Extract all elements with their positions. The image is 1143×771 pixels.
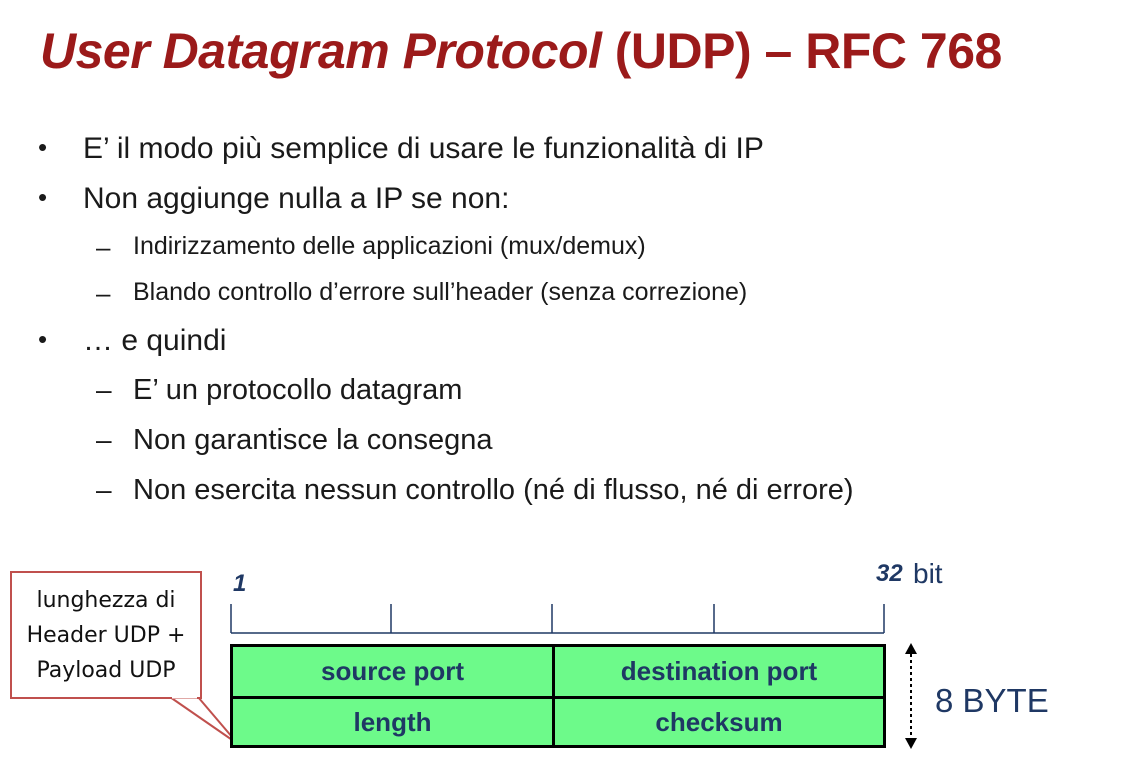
destination-port-field: destination port: [620, 656, 818, 686]
bullet-marker: •: [38, 182, 48, 212]
callout-line: Header UDP +: [26, 623, 186, 648]
checksum-field: checksum: [655, 706, 783, 737]
source-port-field: source port: [320, 656, 465, 686]
sub-bullet-text: Non esercita nessun controllo (né di flu…: [133, 474, 854, 506]
bullet-list: • E’ il modo più semplice di usare le fu…: [38, 132, 1118, 524]
udp-header-table: source port destination port length chec…: [230, 644, 886, 748]
sub-bullet-marker: –: [96, 374, 112, 405]
title-italic-part: User Datagram Protocol: [40, 23, 602, 79]
sub-bullet-marker: –: [96, 474, 112, 505]
bullet-item: • Non aggiunge nulla a IP se non:: [38, 182, 1118, 232]
sub-bullet-text: E’ un protocollo datagram: [133, 374, 463, 406]
bullet-item: • … e quindi: [38, 324, 1118, 374]
title-rest: (UDP) – RFC 768: [601, 23, 1003, 79]
bullet-text: Non aggiunge nulla a IP se non:: [83, 182, 510, 215]
sub-bullet-item: – Indirizzamento delle applicazioni (mux…: [38, 232, 1118, 278]
row-divider: [233, 696, 883, 699]
callout-line: Payload UDP: [36, 658, 176, 683]
bullet-text: … e quindi: [83, 324, 227, 357]
slide-title: User Datagram Protocol (UDP) – RFC 768: [40, 22, 1002, 80]
header-size-label: 8 BYTE: [935, 682, 1049, 719]
length-field: length: [353, 706, 432, 737]
bullet-marker: •: [38, 132, 48, 162]
sub-bullet-marker: –: [96, 278, 111, 308]
sub-bullet-item: – E’ un protocollo datagram: [38, 374, 1118, 424]
sub-bullet-marker: –: [96, 424, 112, 455]
bit-unit-label: bit: [913, 558, 943, 589]
callout-line: lunghezza di: [36, 588, 176, 613]
sub-bullet-marker: –: [96, 232, 111, 262]
sub-bullet-text: Indirizzamento delle applicazioni (mux/d…: [133, 232, 646, 260]
bullet-item: • E’ il modo più semplice di usare le fu…: [38, 132, 1118, 182]
bullet-text: E’ il modo più semplice di usare le funz…: [83, 132, 764, 165]
length-callout: lunghezza di Header UDP + Payload UDP: [10, 571, 202, 699]
sub-bullet-text: Blando controllo d’errore sull’header (s…: [133, 278, 748, 306]
bit-start-label: 1: [233, 570, 247, 597]
sub-bullet-item: – Non esercita nessun controllo (né di f…: [38, 474, 1118, 524]
bullet-marker: •: [38, 324, 48, 354]
sub-bullet-text: Non garantisce la consegna: [133, 424, 493, 456]
sub-bullet-item: – Blando controllo d’errore sull’header …: [38, 278, 1118, 324]
bit-end-label: 32: [876, 560, 903, 587]
sub-bullet-item: – Non garantisce la consegna: [38, 424, 1118, 474]
